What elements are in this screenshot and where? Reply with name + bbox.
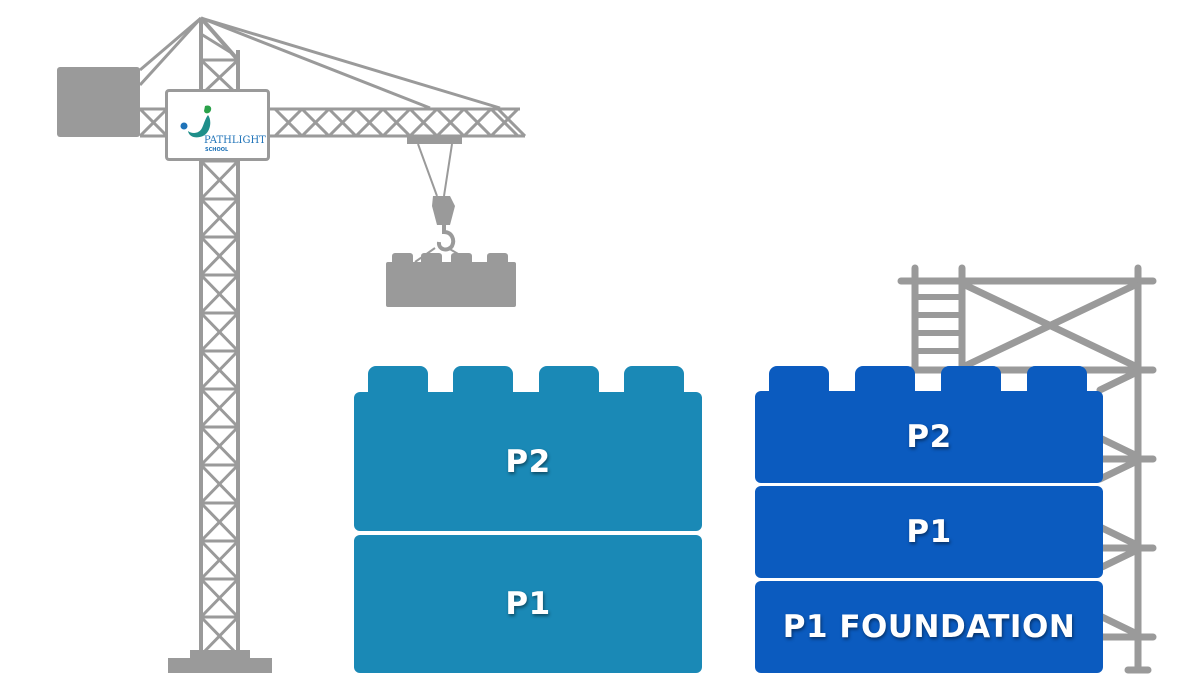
pathlight-school-logo: PATHLIGHT SCHOOL	[165, 89, 270, 161]
logo-name: PATHLIGHT	[204, 135, 266, 146]
block-label: P2	[906, 419, 952, 455]
lego-block-p2: P2	[755, 391, 1103, 483]
crane-icon	[138, 16, 527, 657]
lego-block-p2: P2	[354, 392, 702, 531]
hanging-lego-block-icon	[386, 253, 516, 307]
block-label: P1	[505, 586, 551, 622]
block-label: P1	[906, 514, 952, 550]
crane-base-icon	[168, 650, 272, 673]
stud	[769, 366, 829, 392]
stud	[855, 366, 915, 392]
stud	[1027, 366, 1087, 392]
logo-subtitle: SCHOOL	[205, 147, 229, 153]
trolley-icon	[407, 136, 462, 144]
block-label: P1 FOUNDATION	[782, 609, 1076, 645]
block-label: P2	[505, 443, 551, 480]
hook-icon	[436, 225, 456, 252]
logo-mark-icon	[180, 105, 212, 138]
lego-block-p1: P1	[755, 486, 1103, 578]
stud	[539, 366, 599, 393]
stud	[368, 366, 428, 393]
counterweight-icon	[57, 67, 140, 137]
lego-block-p1: P1	[354, 535, 702, 673]
hook-block-icon	[432, 196, 455, 225]
lego-block-p1-foundation: P1 FOUNDATION	[755, 581, 1103, 673]
stud	[941, 366, 1001, 392]
stud	[453, 366, 513, 393]
stud	[624, 366, 684, 393]
